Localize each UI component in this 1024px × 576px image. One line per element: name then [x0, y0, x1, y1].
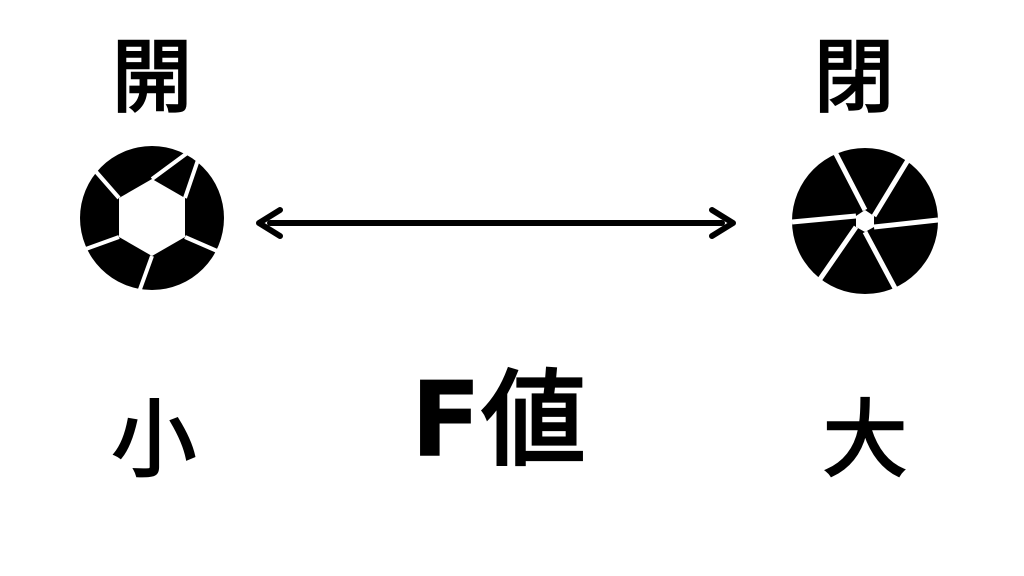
aperture-open-icon: [80, 146, 225, 293]
large-label: 大: [822, 391, 907, 489]
closed-label: 閉: [814, 31, 894, 124]
f-number-label: F値: [410, 359, 586, 481]
open-label: 開: [112, 31, 192, 124]
aperture-closed-icon: [791, 148, 939, 294]
small-label: 小: [111, 391, 196, 489]
double-arrow-icon: [256, 207, 736, 239]
